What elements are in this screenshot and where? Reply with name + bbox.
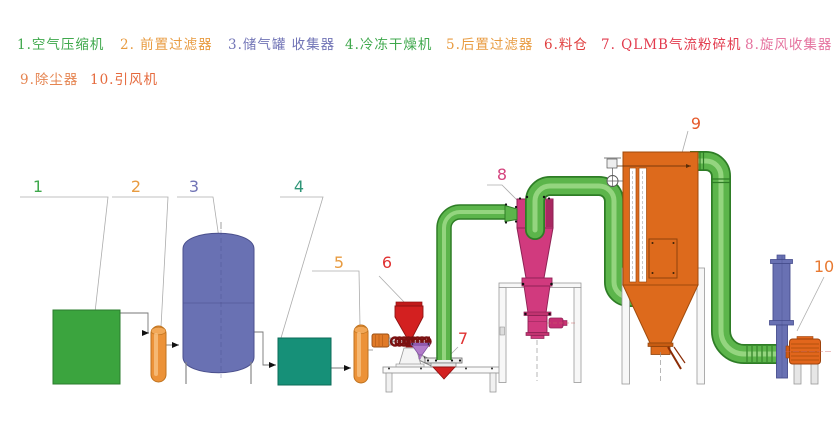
legend-item-8: 8.旋风收集器	[745, 37, 833, 53]
fan-motor	[785, 336, 833, 385]
legend-item-4: 4.冷冻干燥机	[345, 37, 433, 53]
air-storage-tank	[182, 222, 255, 384]
marker-6: 6	[382, 253, 392, 272]
legend-item-9: 9.除尘器	[20, 72, 79, 88]
marker-5: 5	[334, 253, 344, 272]
induced-draft-fan	[769, 254, 794, 379]
marker-1: 1	[33, 177, 43, 196]
flex-connector-ribs	[746, 346, 773, 362]
post-filter	[353, 324, 369, 384]
legend-item-2: 2. 前置过滤器	[120, 37, 213, 53]
access-door	[648, 238, 678, 279]
feed-funnel	[410, 342, 431, 360]
rotary-valve-motor	[547, 317, 575, 329]
marker-9: 9	[691, 114, 701, 133]
legend-item-7: 7. QLMB气流粉碎机	[601, 37, 742, 53]
pipe-collector-to-fan	[690, 151, 788, 364]
screw-feeder	[371, 333, 432, 348]
marker-8: 8	[497, 165, 507, 184]
marker-2: 2	[131, 177, 141, 196]
marker-7: 7	[458, 329, 468, 348]
air-compressor	[52, 309, 121, 385]
cyclone-inlet-nozzle	[504, 203, 518, 224]
dust-collector	[604, 151, 699, 382]
pipe-mill-to-cyclone	[436, 204, 505, 360]
legend-item-5: 5.后置过滤器	[446, 37, 534, 53]
legend-item-10: 10.引风机	[90, 72, 158, 88]
legend-item-3: 3.储气罐 收集器	[228, 37, 336, 53]
leader-lines	[20, 130, 825, 360]
marker-10: 10	[814, 257, 834, 276]
pulley-mechanism	[604, 157, 623, 187]
jet-mill	[424, 357, 463, 380]
legend-item-1: 1.空气压缩机	[17, 37, 105, 53]
collector-legs	[621, 267, 705, 385]
process-connectors	[120, 312, 373, 371]
marker-3: 3	[189, 177, 199, 196]
freeze-dryer	[277, 337, 332, 386]
markers: 1 2 3 4 5 6 7 8 9 10	[33, 114, 834, 348]
legend-item-6: 6.料仓	[544, 37, 588, 53]
marker-4: 4	[294, 177, 304, 196]
discharge-handle	[667, 346, 682, 370]
pre-filter	[150, 325, 167, 383]
pipe-cyclone-to-collector	[525, 176, 650, 307]
